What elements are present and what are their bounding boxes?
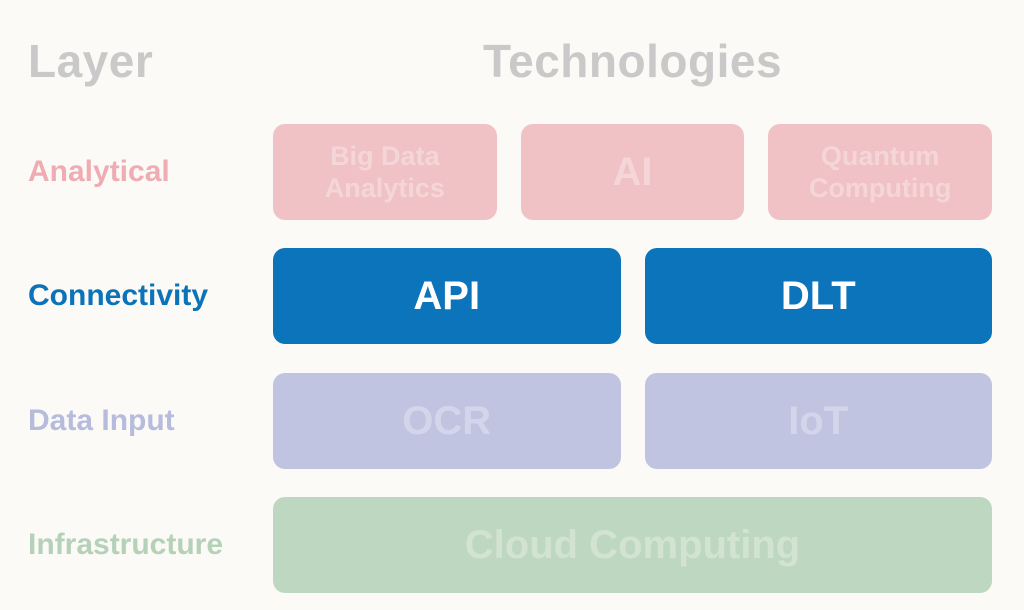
- row-label-infrastructure: Infrastructure: [28, 528, 224, 561]
- row-label-connectivity: Connectivity: [28, 279, 209, 312]
- technologies-column-header: Technologies: [482, 35, 783, 87]
- tech-box-ocr: OCR: [273, 373, 621, 469]
- tech-box-ai: AI: [520, 124, 745, 220]
- layer-column-header: Layer: [28, 35, 154, 87]
- row-infrastructure: Infrastructure Cloud Computing: [0, 497, 1024, 593]
- row-connectivity: Connectivity API DLT: [0, 248, 1024, 344]
- row-analytical: Analytical Big Data Analytics AI Quantum…: [0, 124, 1024, 220]
- tech-box-dlt: DLT: [644, 248, 992, 344]
- tech-box-cloud-computing: Cloud Computing: [273, 497, 992, 593]
- infrastructure-boxes: Cloud Computing: [273, 497, 992, 593]
- tech-box-api: API: [273, 248, 621, 344]
- row-data-input: Data Input OCR IoT: [0, 373, 1024, 469]
- row-label-data-input: Data Input: [28, 404, 175, 437]
- analytical-boxes: Big Data Analytics AI Quantum Computing: [273, 124, 993, 220]
- row-label-analytical: Analytical: [28, 155, 170, 188]
- tech-box-quantum-computing: Quantum Computing: [768, 124, 993, 220]
- tech-box-iot: IoT: [644, 373, 992, 469]
- connectivity-boxes: API DLT: [273, 248, 992, 344]
- data-input-boxes: OCR IoT: [273, 373, 992, 469]
- tech-box-big-data-analytics: Big Data Analytics: [273, 124, 497, 220]
